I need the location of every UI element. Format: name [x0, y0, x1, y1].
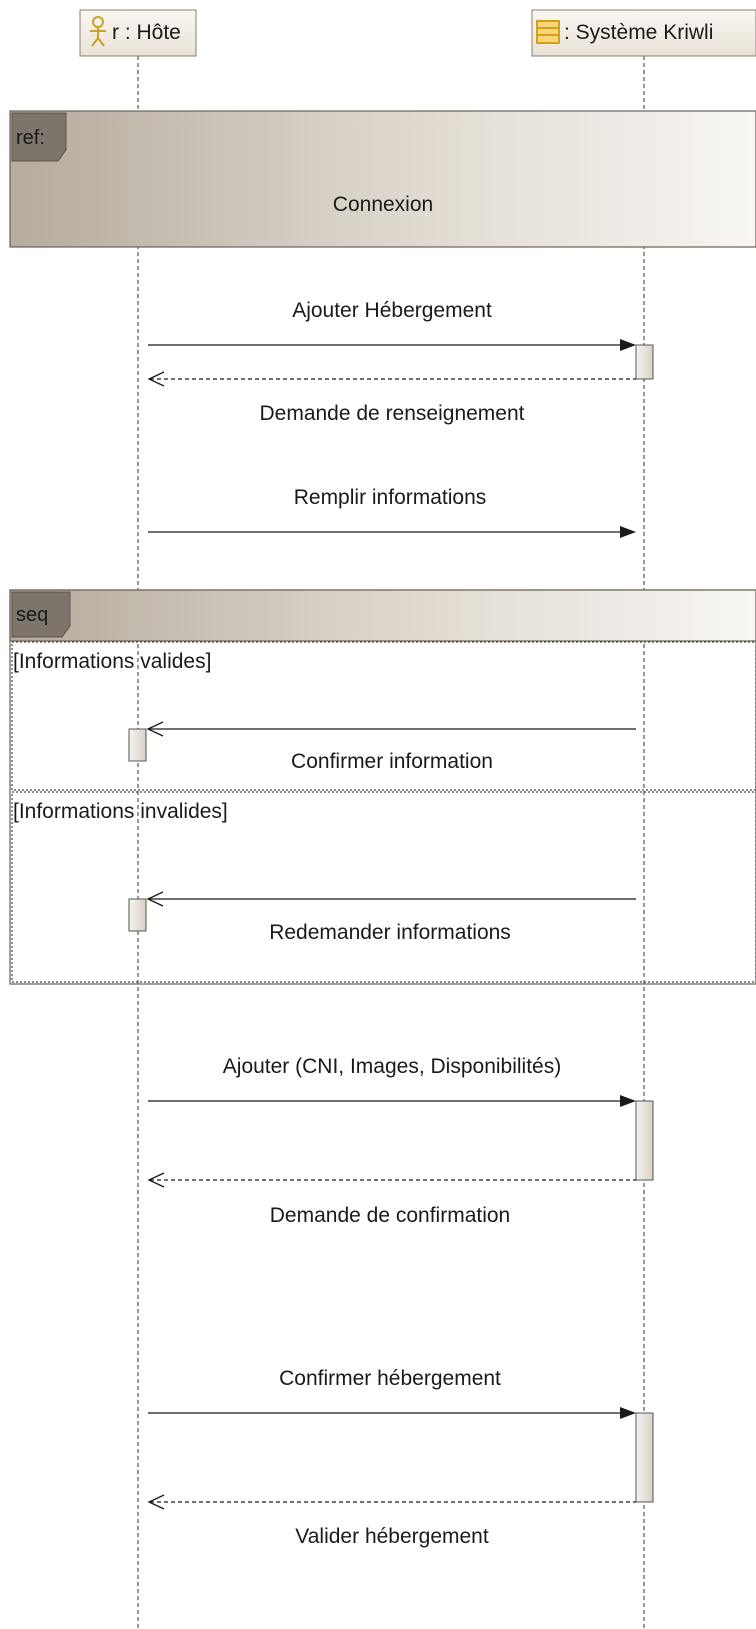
lifeline-head-system[interactable]: : Système Kriwli — [531, 9, 756, 57]
activation-bar — [635, 1100, 654, 1181]
message-demande-de-confirmation[interactable]: Demande de confirmation — [147, 1172, 636, 1227]
seq-operand-invalid — [11, 791, 756, 983]
message-valider-hebergement[interactable]: Valider hébergement — [147, 1494, 636, 1548]
arrowhead-open — [147, 1494, 165, 1510]
activation-bar — [128, 898, 147, 932]
seq-operand-valid — [11, 641, 756, 791]
ref-fragment[interactable]: ref: Connexion — [9, 110, 756, 248]
ref-content: Connexion — [333, 193, 433, 216]
class-icon — [536, 20, 560, 44]
message-label: Demande de confirmation — [270, 1204, 510, 1227]
ref-tag-pentagon — [11, 112, 67, 162]
message-demande-de-renseignement[interactable]: Demande de renseignement — [147, 371, 636, 425]
lifeline-label-system: : Système Kriwli — [564, 21, 713, 44]
message-confirmer-information[interactable]: Confirmer information — [128, 721, 636, 773]
arrowhead-filled — [620, 339, 636, 351]
arrowhead-filled — [620, 1407, 636, 1419]
message-label: Demande de renseignement — [259, 402, 524, 425]
activation-bar — [635, 1412, 654, 1503]
message-ajouter-cni-images-disponibilites[interactable]: Ajouter (CNI, Images, Disponibilités) — [148, 1055, 636, 1107]
seq-tag-pentagon — [11, 591, 71, 638]
arrowhead-open — [146, 891, 164, 907]
message-label: Redemander informations — [269, 921, 511, 944]
activation-bar — [128, 728, 147, 762]
message-label: Confirmer information — [291, 750, 493, 773]
lifeline-label-host: r : Hôte — [112, 21, 181, 44]
ref-tag: ref: — [16, 127, 45, 149]
arrowhead-open — [147, 371, 165, 387]
message-label: Confirmer hébergement — [279, 1367, 501, 1390]
activation-bar — [635, 344, 654, 380]
seq-tag: seq — [16, 604, 48, 626]
arrowhead-filled — [620, 526, 636, 538]
lifeline-head-host[interactable]: r : Hôte — [79, 9, 197, 57]
guard-valid: [Informations valides] — [13, 650, 211, 673]
guard-invalid: [Informations invalides] — [13, 800, 228, 823]
message-confirmer-hebergement[interactable]: Confirmer hébergement — [148, 1367, 636, 1419]
message-label: Ajouter (CNI, Images, Disponibilités) — [223, 1055, 561, 1078]
message-ajouter-hebergement[interactable]: Ajouter Hébergement — [148, 299, 636, 351]
message-label: Ajouter Hébergement — [292, 299, 492, 322]
message-label: Remplir informations — [294, 486, 487, 509]
message-label: Valider hébergement — [295, 1525, 489, 1548]
arrowhead-filled — [620, 1095, 636, 1107]
actor-icon — [90, 16, 106, 47]
arrowhead-open — [146, 721, 164, 737]
seq-fragment[interactable]: seq [Informations valides] [Informations… — [9, 589, 756, 985]
message-redemander-informations[interactable]: Redemander informations — [128, 891, 636, 944]
message-remplir-informations[interactable]: Remplir informations — [148, 486, 636, 538]
arrowhead-open — [147, 1172, 165, 1188]
